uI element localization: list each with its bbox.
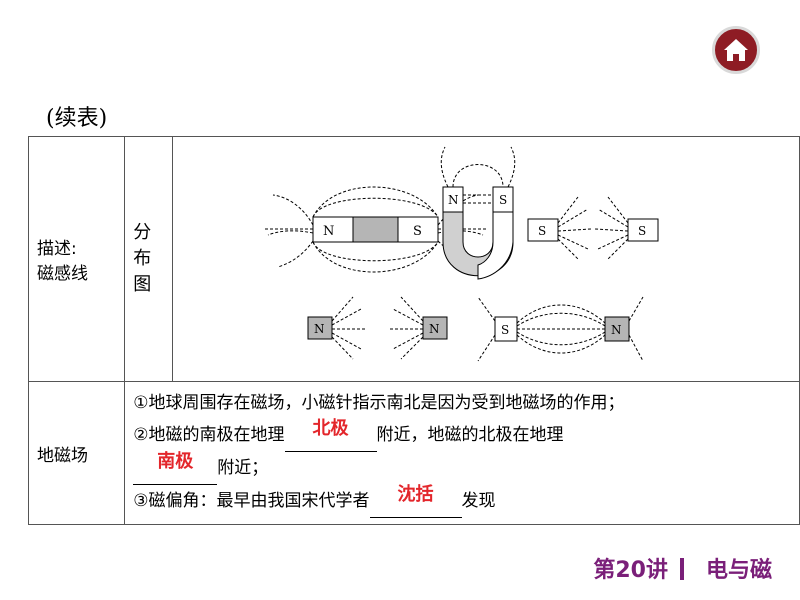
lesson-footer: 第20讲 电与磁 xyxy=(593,552,772,584)
svg-text:S: S xyxy=(638,224,646,238)
continued-table-title: (续表) xyxy=(46,106,108,131)
single-north-right-diagram: N xyxy=(388,296,448,360)
geomagnetism-point-3: ③磁偏角：最早由我国宋代学者沈括发现 xyxy=(133,484,789,518)
bar-south-label: S xyxy=(413,224,422,239)
bar-north-label: N xyxy=(323,224,334,239)
blank-answer-1[interactable]: 北极 xyxy=(284,418,377,452)
u-north-label: N xyxy=(448,193,459,207)
row-label-geomagnetism: 地磁场 xyxy=(27,381,126,525)
single-north-left-diagram: N xyxy=(307,296,365,360)
u-south-label: S xyxy=(499,193,507,207)
u-magnet-diagram: N S xyxy=(440,146,516,280)
svg-text:S: S xyxy=(501,323,509,337)
magnetic-field-diagrams: N S N S xyxy=(262,146,659,362)
svg-text:S: S xyxy=(538,224,546,238)
geomagnetism-point-1: ①地球周围存在磁场，小磁针指示南北是因为受到地磁场的作用； xyxy=(133,393,625,413)
field-line-diagrams: N S N S xyxy=(171,136,800,382)
table-row: 地磁场 ①地球周围存在磁场，小磁针指示南北是因为受到地磁场的作用； ②地磁的南极… xyxy=(27,381,800,525)
svg-text:N: N xyxy=(314,322,325,336)
row-label-description: 描述: 磁感线 xyxy=(27,136,126,382)
home-button[interactable] xyxy=(712,26,760,74)
bar-magnet-diagram: N S xyxy=(262,186,488,273)
home-icon xyxy=(724,39,748,61)
magnetism-table: 描述: 磁感线 分 布 图 xyxy=(27,136,800,525)
svg-text:N: N xyxy=(429,322,440,336)
blank-answer-2[interactable]: 南极 xyxy=(133,451,218,485)
lesson-number: 第20讲 xyxy=(593,558,668,583)
svg-text:N: N xyxy=(611,323,622,337)
unlike-poles-diagram: S N xyxy=(477,296,644,362)
lesson-topic: 电与磁 xyxy=(705,558,772,583)
sub-label-distribution: 分 布 图 xyxy=(124,136,173,382)
blank-answer-3[interactable]: 沈括 xyxy=(369,484,462,518)
geomagnetism-content: ①地球周围存在磁场，小磁针指示南北是因为受到地磁场的作用； ②地磁的南极在地理北… xyxy=(124,381,800,525)
table-row: 描述: 磁感线 分 布 图 xyxy=(27,136,800,382)
footer-divider xyxy=(679,558,684,580)
geomagnetism-point-2: ②地磁的南极在地理北极附近，地磁的北极在地理 南极附近； xyxy=(133,418,789,485)
like-poles-south-diagram: S S xyxy=(527,196,659,260)
